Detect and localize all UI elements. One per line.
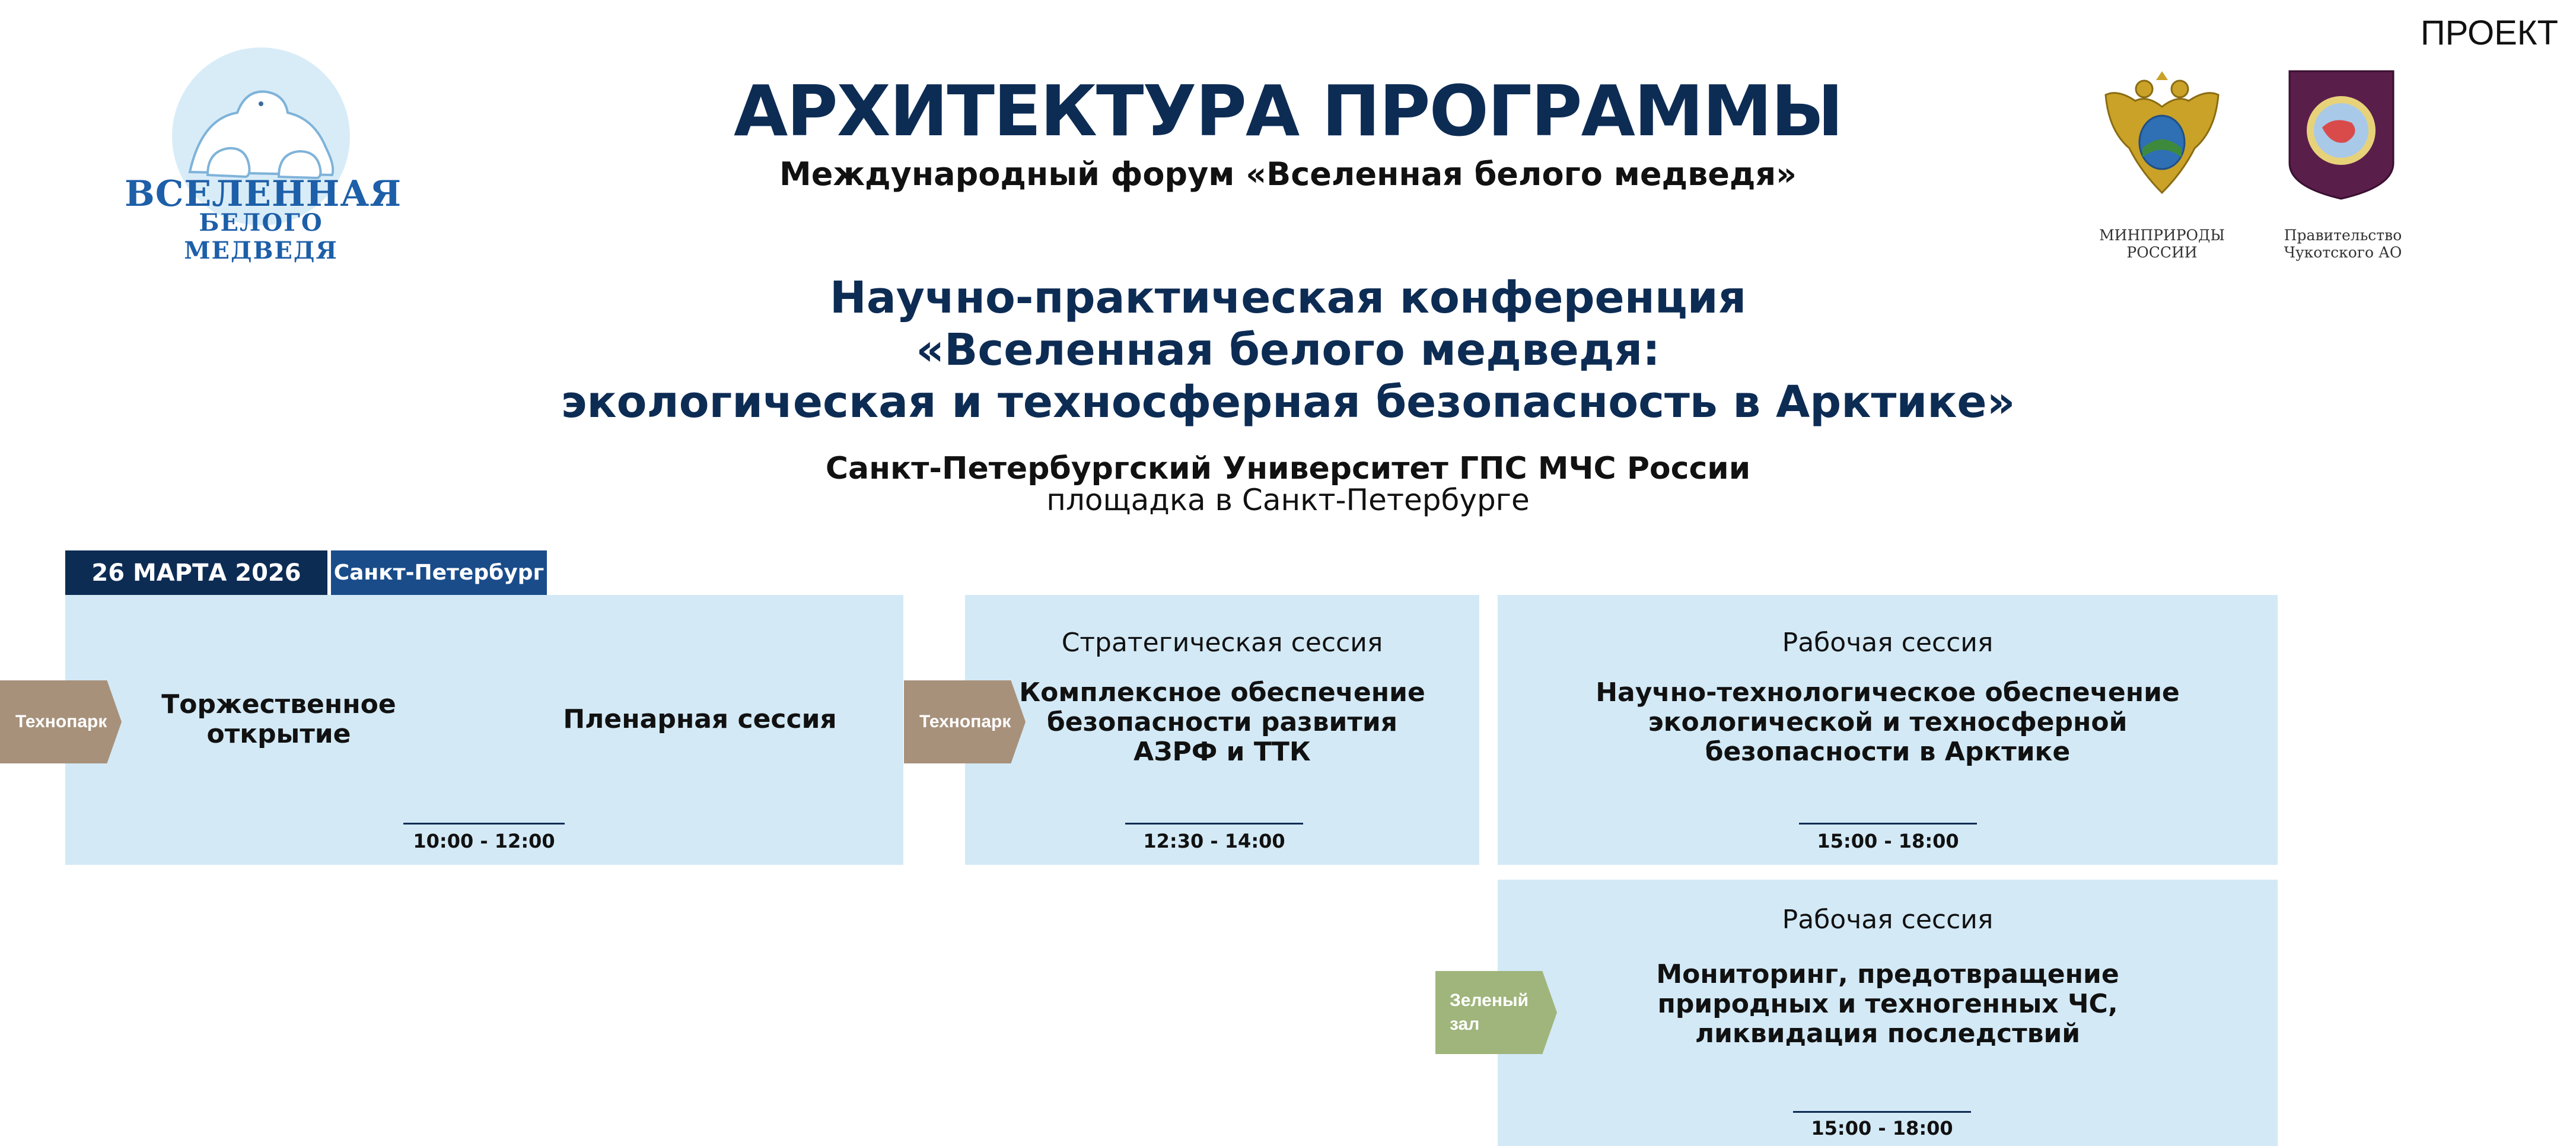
time-divider [1125, 823, 1303, 825]
city-tab: Санкт-Петербург [331, 550, 547, 595]
venue-tag-line: Зеленый [1450, 991, 1529, 1010]
session-title-line: природных и техногенных ЧС, [1657, 989, 2118, 1019]
session-title-line: открытие [206, 719, 351, 749]
session-title-line: Научно-технологическое обеспечение [1596, 677, 2180, 708]
session-title: Комплексное обеспечение безопасности раз… [965, 678, 1479, 767]
session-title-line: Торжественное [161, 689, 396, 720]
russian-eagle-emblem-icon [2094, 53, 2230, 202]
draft-label: ПРОЕКТ [2420, 14, 2558, 52]
session-box-working-2: Рабочая сессия Мониторинг, предотвращени… [1498, 880, 2278, 1146]
session-type: Стратегическая сессия [1061, 628, 1383, 658]
session-title-line: экологической и техносферной [1648, 707, 2128, 737]
page-subtitle: Международный форум «Вселенная белого ме… [779, 155, 1797, 193]
venue-tag-technopark: Технопарк [904, 680, 1026, 763]
session-type: Рабочая сессия [1782, 905, 1994, 935]
venue-tag-technopark: Технопарк [0, 680, 122, 763]
session-title-line: АЗРФ и ТТК [1133, 737, 1311, 767]
date-tab: 26 МАРТА 2026 [65, 550, 327, 595]
session-title: Научно-технологическое обеспечение эколо… [1498, 678, 2278, 767]
session-time: 10:00 - 12:00 [413, 830, 555, 852]
forum-logo-subtext: БЕЛОГО МЕДВЕДЯ [184, 209, 338, 265]
venue-tag-line: зал [1450, 1014, 1480, 1034]
conference-title: Научно-практическая конференция «Вселенн… [0, 272, 2576, 428]
forum-logo-text: ВСЕЛЕННАЯ [125, 173, 402, 215]
session-title-line: Мониторинг, предотвращение [1656, 959, 2119, 989]
session-title-line: безопасности в Арктике [1705, 737, 2071, 767]
session-title-line: безопасности развития [1047, 707, 1397, 737]
page-title: АРХИТЕКТУРА ПРОГРАММЫ [733, 70, 1843, 152]
session-box-opening-plenary: Торжественное открытие Пленарная сессия … [65, 595, 903, 865]
polar-bear-logo-icon [119, 47, 403, 243]
session-time: 15:00 - 18:00 [1811, 1117, 1953, 1139]
time-divider [403, 823, 565, 825]
chukotka-emblem-icon [2287, 68, 2396, 202]
venue-subtitle: площадка в Санкт-Петербурге [1046, 483, 1530, 517]
venue-name: Санкт-Петербургский Университет ГПС МЧС … [825, 451, 1751, 486]
session-title: Мониторинг, предотвращение природных и т… [1498, 960, 2278, 1049]
session-type: Рабочая сессия [1782, 628, 1994, 658]
ministry-caption-line: РОССИИ [2126, 244, 2198, 261]
plenary-session-title: Пленарная сессия [563, 704, 837, 734]
session-box-working-1: Рабочая сессия Научно-технологическое об… [1498, 595, 2278, 865]
opening-session-title: Торжественное открытие [154, 690, 403, 749]
session-box-strategic: Стратегическая сессия Комплексное обеспе… [965, 595, 1479, 865]
conference-title-line: Научно-практическая конференция [829, 272, 1747, 323]
session-title-line: Комплексное обеспечение [1019, 677, 1425, 708]
time-divider [1799, 823, 1977, 825]
session-time: 12:30 - 14:00 [1143, 830, 1285, 852]
ministry-caption-line: МИНПРИРОДЫ [2099, 227, 2225, 244]
venue-tag-green-hall: Зеленый зал [1435, 971, 1557, 1054]
conference-title-line: «Вселенная белого медведя: [916, 324, 1660, 375]
ministry-caption: МИНПРИРОДЫ РОССИИ [2076, 227, 2248, 261]
conference-title-line: экологическая и техносферная безопасност… [561, 377, 2015, 428]
chukotka-caption-line: Чукотского АО [2284, 244, 2402, 261]
session-time: 15:00 - 18:00 [1817, 830, 1959, 852]
session-title-line: ликвидация последствий [1695, 1018, 2081, 1049]
time-divider [1793, 1111, 1971, 1113]
chukotka-caption-line: Правительство [2284, 227, 2402, 244]
chukotka-caption: Правительство Чукотского АО [2254, 227, 2432, 261]
